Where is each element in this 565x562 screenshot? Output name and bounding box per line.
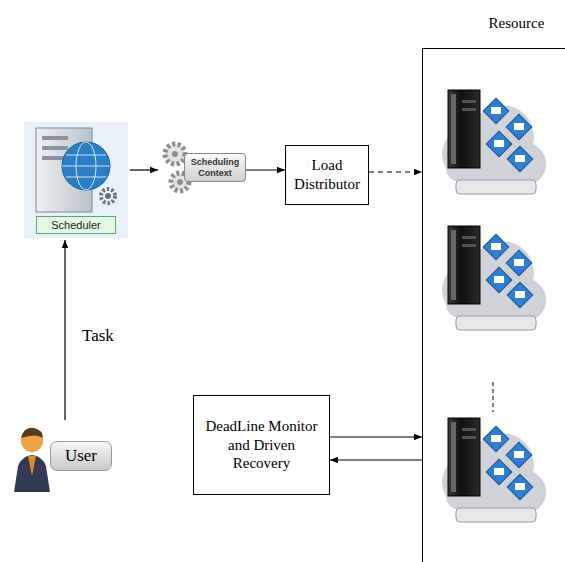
ellipsis-line: [493, 382, 494, 412]
globe-line: [66, 155, 106, 156]
connector-arrow: [330, 436, 422, 437]
gear-hub: [177, 179, 183, 185]
node-text: Load Distributor: [292, 156, 362, 194]
scheduler-icon: [24, 122, 128, 238]
globe: [62, 142, 110, 190]
node-text: DeadLine Monitor and Driven Recovery: [200, 417, 323, 473]
connector-arrow: [64, 240, 65, 420]
process-box: DeadLine Monitor and Driven Recovery: [193, 395, 330, 495]
node-text: Scheduling Context: [184, 153, 246, 182]
server-slot: [42, 136, 68, 140]
user-icon: [14, 428, 50, 492]
node-text: Scheduler: [36, 216, 116, 234]
node-text: User: [50, 441, 112, 471]
user-body: [14, 455, 50, 492]
gear: [165, 144, 185, 164]
server-slot: [42, 146, 68, 150]
globe-line: [66, 177, 106, 178]
edge-label: Task: [80, 326, 116, 346]
process-box: Load Distributor: [285, 145, 369, 205]
globe-line: [62, 166, 110, 167]
connector-arrow: [246, 169, 285, 170]
user-node: User: [12, 420, 112, 492]
server-cloud-icon: [442, 418, 546, 522]
icon-backdrop: [24, 122, 128, 238]
context-node: Scheduling Context: [158, 140, 246, 195]
node-text: Resource: [437, 15, 565, 32]
server-cloud-icon: [442, 226, 546, 330]
resource-region: Resource: [422, 48, 565, 562]
gear-hub: [105, 193, 111, 199]
connector-arrow: [369, 171, 422, 172]
user-hair: [21, 428, 43, 438]
user-tie: [28, 456, 36, 476]
gear-hub: [172, 151, 178, 157]
connector-arrow: [330, 459, 422, 460]
server-cloud-icon: [442, 90, 546, 194]
scheduler-node: Scheduler: [22, 120, 130, 240]
gear: [101, 189, 115, 203]
connector-arrow: [130, 169, 158, 170]
